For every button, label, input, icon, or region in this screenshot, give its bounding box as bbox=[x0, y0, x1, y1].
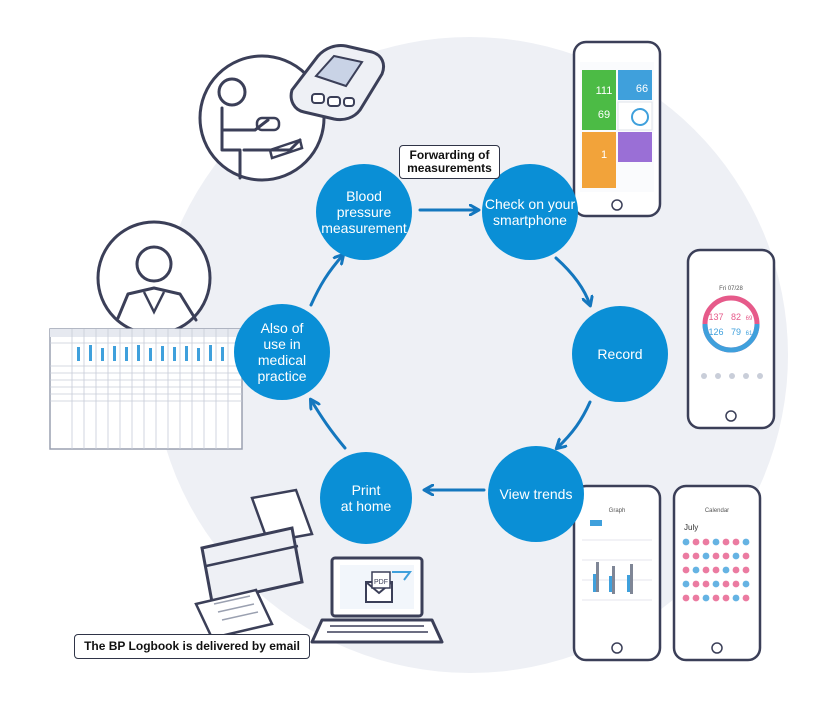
record-dia-top: 82 bbox=[731, 312, 741, 322]
calendar-day-marker bbox=[692, 580, 700, 588]
calendar-day-marker bbox=[702, 538, 710, 546]
calendar-day-marker bbox=[742, 566, 750, 574]
calendar-day-marker bbox=[732, 538, 740, 546]
calendar-day-marker bbox=[742, 538, 750, 546]
node-view-trends: View trends bbox=[488, 446, 584, 542]
home-tile-value-1: 111 bbox=[596, 85, 613, 97]
calendar-day-marker bbox=[702, 580, 710, 588]
laptop-pdf-label: PDF bbox=[374, 579, 388, 586]
calendar-day-marker bbox=[682, 566, 690, 574]
calendar-day-marker bbox=[722, 538, 730, 546]
calendar-day-marker bbox=[692, 566, 700, 574]
calendar-day-marker bbox=[742, 580, 750, 588]
phone-calendar-screen: Calendar July bbox=[672, 484, 762, 662]
arrow-print-to-medical bbox=[311, 400, 347, 450]
calendar-day-marker bbox=[702, 566, 710, 574]
home-tile-value-2: 66 bbox=[636, 83, 648, 95]
calendar-day-marker bbox=[732, 594, 740, 602]
calendar-day-marker bbox=[722, 594, 730, 602]
calendar-day-marker bbox=[712, 552, 720, 560]
home-tile-value-4: 1 bbox=[601, 149, 607, 161]
calendar-month: July bbox=[684, 523, 698, 532]
calendar-day-marker bbox=[722, 566, 730, 574]
calendar-day-marker bbox=[722, 552, 730, 560]
record-sys-top: 137 bbox=[708, 312, 723, 322]
record-pulse-top: 69 bbox=[746, 316, 753, 322]
node-bp-measurement: Blood pressure measurement bbox=[316, 164, 412, 260]
calendar-day-marker bbox=[742, 594, 750, 602]
node-check-smartphone: Check on your smartphone bbox=[482, 164, 578, 260]
calendar-title: Calendar bbox=[705, 508, 729, 514]
record-pulse-bottom: 61 bbox=[746, 331, 753, 337]
phone-graph-screen: Graph bbox=[572, 484, 662, 662]
callout-email: The BP Logbook is delivered by email bbox=[74, 634, 310, 659]
calendar-day-marker bbox=[722, 580, 730, 588]
calendar-day-marker bbox=[682, 594, 690, 602]
calendar-day-marker bbox=[732, 580, 740, 588]
calendar-day-marker bbox=[712, 594, 720, 602]
printer-icon bbox=[194, 488, 314, 640]
calendar-day-marker bbox=[692, 594, 700, 602]
record-dia-bottom: 79 bbox=[731, 327, 741, 337]
calendar-day-marker bbox=[682, 538, 690, 546]
calendar-day-marker bbox=[682, 580, 690, 588]
laptop-icon: PDF bbox=[310, 556, 444, 644]
calendar-day-marker bbox=[742, 552, 750, 560]
phone-record-screen: Fri 07/28 137 82 69 126 79 61 bbox=[686, 248, 776, 430]
calendar-day-markers bbox=[682, 538, 750, 602]
phone-home-screen: 111 66 69 1 bbox=[572, 40, 662, 218]
calendar-day-marker bbox=[712, 566, 720, 574]
calendar-day-marker bbox=[732, 566, 740, 574]
calendar-day-marker bbox=[692, 538, 700, 546]
calendar-day-marker bbox=[692, 552, 700, 560]
record-sys-bottom: 126 bbox=[708, 327, 723, 337]
node-print-home: Print at home bbox=[320, 452, 412, 544]
calendar-day-marker bbox=[712, 580, 720, 588]
bp-logbook-sheet bbox=[49, 328, 243, 450]
bp-monitor-icon bbox=[289, 44, 386, 122]
calendar-day-marker bbox=[732, 552, 740, 560]
cycle-arrows bbox=[311, 210, 590, 490]
arrow-medical-to-measure bbox=[309, 255, 343, 307]
calendar-day-marker bbox=[702, 552, 710, 560]
calendar-day-marker bbox=[682, 552, 690, 560]
record-date: Fri 07/28 bbox=[719, 286, 743, 292]
calendar-day-marker bbox=[712, 538, 720, 546]
node-medical-practice: Also of use in medical practice bbox=[234, 304, 330, 400]
home-tile-value-3: 69 bbox=[598, 109, 610, 121]
arrow-record-to-trends bbox=[557, 400, 592, 448]
callout-forwarding: Forwarding of measurements bbox=[399, 145, 500, 179]
doctor-icon bbox=[96, 220, 212, 336]
node-record: Record bbox=[572, 306, 668, 402]
arrow-smartphone-to-record bbox=[554, 256, 590, 305]
calendar-day-marker bbox=[702, 594, 710, 602]
graph-title: Graph bbox=[609, 508, 626, 514]
